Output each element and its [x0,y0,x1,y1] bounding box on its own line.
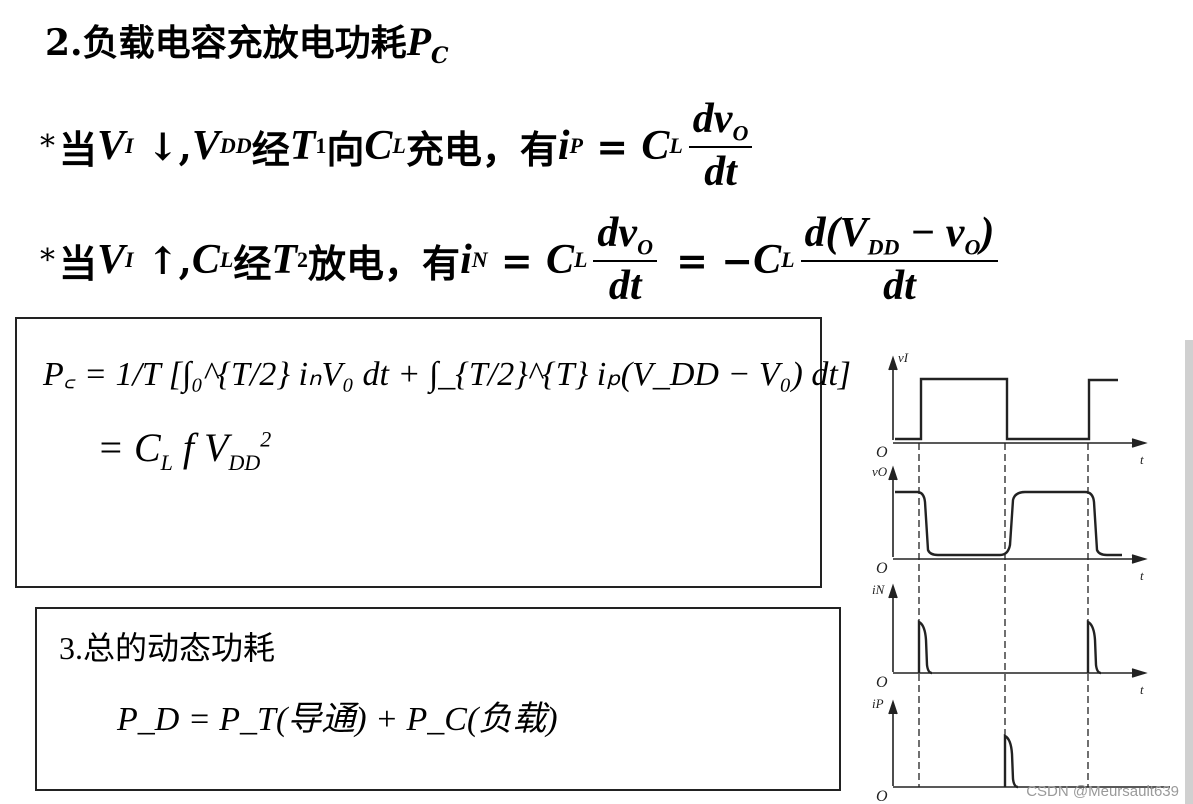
handwritten-note-box-2: 3.总的动态功耗 P_D = P_T(导通) + P_C(负载) [35,607,841,791]
symbol: − v [899,210,965,256]
text: f V [172,425,229,470]
subscript: 1 [315,133,327,159]
arrow-up: ↑, [133,237,192,283]
title-symbol: P [406,19,432,64]
subscript: O [637,234,653,260]
equals: = [583,123,642,169]
section-title: 2.负载电容充放电功耗PC [45,14,449,69]
vo-waveform [895,490,1122,557]
symbol: dv [597,210,638,256]
superscript: 2 [260,426,272,452]
symbol: dt [608,262,642,309]
image-edge [1185,340,1193,804]
symbol: i [557,123,570,170]
subscript: L [392,133,406,159]
symbol: dt [704,148,737,195]
subscript: DD [219,133,252,159]
axis-in [888,583,1148,678]
ip-pulse [1003,734,1019,789]
subscript: O [964,234,981,260]
bullet: * [40,128,55,164]
symbol: V [97,237,126,284]
text: = C [97,425,161,470]
time-label: t [1140,568,1144,583]
label-ip: iP [872,696,884,711]
time-label: t [1140,682,1144,697]
handwritten-pd-formula: P_D = P_T(导通) + P_C(负载) [117,701,558,738]
subscript: N [471,247,488,273]
watermark: CSDN @Meursault639 [1026,783,1179,800]
subscript: L [219,247,234,273]
subscript: I [125,133,134,159]
denominator: dt [704,148,737,196]
text: 经 [251,126,290,172]
label-in: iN [872,582,886,597]
axis-vi [888,355,1148,448]
symbol: C [641,123,670,170]
time-label: t [1140,452,1144,467]
subscript: DD [228,450,261,475]
symbol: dv [692,96,733,142]
symbol: ) [980,210,995,256]
symbol: C [753,237,782,284]
handwritten-note-box-1: P꜀ = 1/T [∫₀^{T/2} iₙV₀ dt + ∫_{T/2}^{T}… [15,317,851,588]
handwritten-pc-integral: P꜀ = 1/T [∫₀^{T/2} iₙV₀ dt + ∫_{T/2}^{T}… [43,356,851,393]
origin-label: O [876,444,888,461]
numerator: d(VDD − vO) [800,210,999,262]
subscript: O [732,120,749,146]
label-vo: vO [872,464,888,479]
symbol: dt [883,262,916,309]
vi-waveform [895,377,1118,441]
subscript: DD [867,234,900,260]
fraction: dvO dt [688,96,753,196]
handwritten-pc-result: = CL f VDD2 [97,424,271,476]
bullet: * [40,242,55,278]
fraction: dvO dt [593,210,657,310]
axis-vo [888,465,1148,564]
in-pulse [917,620,1102,675]
subscript: 2 [297,247,309,273]
fraction: d(VDD − vO) dt [800,210,999,310]
symbol: T [271,237,298,284]
subscript: L [781,247,795,273]
symbol: V [191,123,220,170]
origin-label: O [876,560,888,577]
text: 放电，有 [308,240,461,286]
equals-minus: = − [662,237,754,283]
numerator: dvO [688,96,753,148]
axis-ip [888,699,1170,788]
text: 充电，有 [405,126,558,172]
symbol: C [191,237,220,284]
subscript: L [160,450,173,475]
denominator: dt [609,262,642,310]
text: 当 [59,126,98,172]
symbol: C [364,123,393,170]
equals: = [487,237,546,283]
handwritten-heading: 3.总的动态功耗 [59,630,276,666]
symbol: i [460,237,472,284]
subscript: I [125,247,134,273]
symbol: C [545,237,574,284]
denominator: dt [883,262,916,310]
numerator: dvO [593,210,657,262]
symbol: d(V [804,210,868,256]
symbol: V [97,123,126,170]
origin-label: O [876,788,888,804]
text: 当 [59,240,98,286]
title-text: 2.负载电容充放电功耗 [45,22,407,64]
waveform-diagram: vI vO iN iP O O O O t t t [872,340,1193,804]
subscript: P [569,133,583,159]
arrow-down: ↓, [133,123,192,169]
timing-guides [918,443,1089,787]
subscript: L [669,133,683,159]
origin-label: O [876,674,888,691]
subscript: L [573,247,588,273]
text: 经 [233,240,272,286]
text: 向 [326,126,365,172]
label-vi: vI [898,350,909,365]
symbol: T [289,123,316,170]
title-subscript: C [431,43,449,70]
